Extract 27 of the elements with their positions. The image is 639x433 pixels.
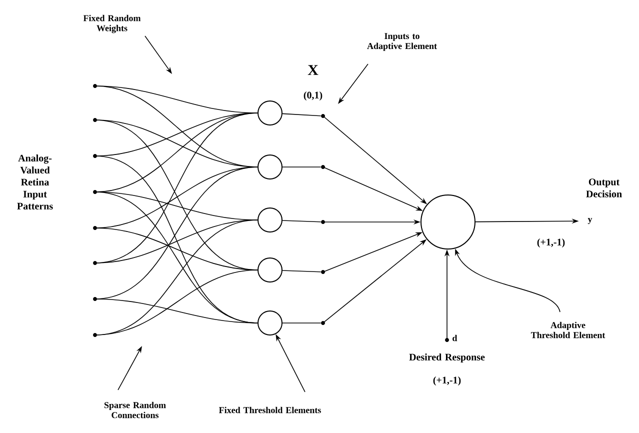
callout-text: Fixed Random Weights (83, 14, 141, 34)
threshold-circle (258, 154, 282, 180)
callout-text: Fixed Threshold Elements (219, 406, 321, 414)
threshold-circle (258, 258, 282, 282)
label-text: Desired Response (409, 353, 485, 363)
connection-line (282, 270, 322, 272)
connection-line (282, 220, 322, 222)
label-text: (+1,-1) (537, 238, 565, 248)
label-text: (+1,-1) (433, 376, 461, 386)
callout-text: Inputs to Adaptive Element (367, 33, 437, 51)
threshold-circle (258, 100, 282, 126)
callout-text: Adaptive Threshold Element (530, 322, 606, 338)
label-text: Analog-Valued Retina Input Patterns (17, 154, 53, 210)
connection-line (94, 298, 258, 324)
connection-line (282, 166, 322, 168)
adaptive-element-circle (420, 194, 476, 250)
beside-label: d (452, 334, 458, 342)
label-text: Output Decision (586, 178, 622, 198)
callout-text: y (588, 218, 592, 224)
threshold-circle (258, 310, 282, 336)
label-text: (0,1) (304, 91, 322, 101)
label-text: X (308, 65, 318, 75)
callout-text: Sparse Random Connections (104, 402, 166, 418)
connection-line (282, 113, 322, 116)
threshold-circle (258, 208, 282, 232)
connection-line (94, 270, 258, 336)
connection-line (282, 322, 322, 324)
